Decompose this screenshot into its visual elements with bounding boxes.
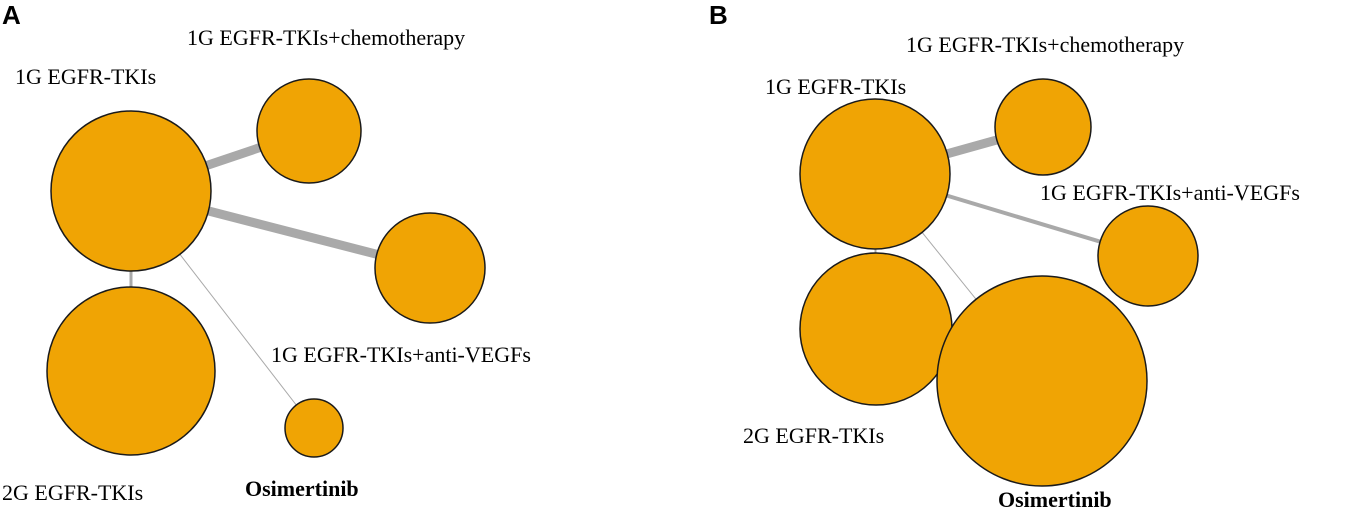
panel-letter-a: A xyxy=(2,0,21,30)
node-label-b-vegf: 1G EGFR-TKIs+anti-VEGFs xyxy=(1040,180,1300,205)
node-a-osi xyxy=(284,398,344,458)
node-label-b-osi: Osimertinib xyxy=(998,487,1112,511)
node-label-a-2g: 2G EGFR-TKIs xyxy=(2,480,143,505)
node-b-osi xyxy=(936,275,1148,487)
node-b-2g xyxy=(799,252,953,406)
node-label-a-osi: Osimertinib xyxy=(245,476,359,501)
node-a-2g xyxy=(46,286,216,456)
node-label-a-1g: 1G EGFR-TKIs xyxy=(15,64,156,89)
node-b-chemo xyxy=(994,78,1092,176)
nodes-layer xyxy=(46,78,1199,487)
node-a-chemo xyxy=(256,78,362,184)
panel-letter-b: B xyxy=(709,0,728,30)
node-b-vegf xyxy=(1097,205,1199,307)
node-label-b-chemo: 1G EGFR-TKIs+chemotherapy xyxy=(906,32,1184,57)
node-label-a-vegf: 1G EGFR-TKIs+anti-VEGFs xyxy=(271,342,531,367)
node-a-1g xyxy=(50,110,212,272)
node-label-b-1g: 1G EGFR-TKIs xyxy=(765,74,906,99)
node-a-vegf xyxy=(374,212,486,324)
node-label-b-2g: 2G EGFR-TKIs xyxy=(743,423,884,448)
node-b-1g xyxy=(799,98,951,250)
node-label-a-chemo: 1G EGFR-TKIs+chemotherapy xyxy=(187,25,465,50)
